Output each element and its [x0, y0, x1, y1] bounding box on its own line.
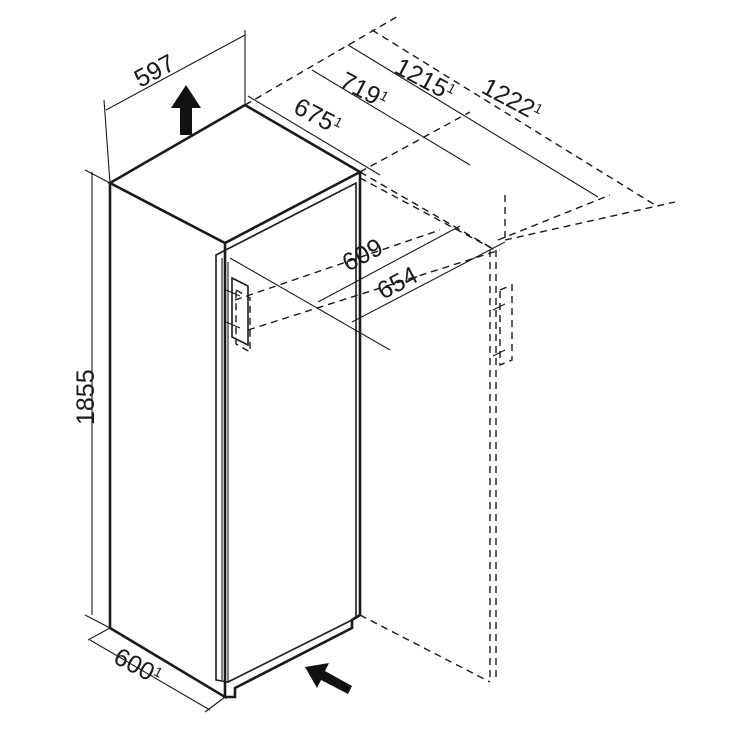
label-609: 609 — [338, 233, 388, 277]
dimension-1855: 1855 — [72, 169, 111, 629]
label-675: 6751 — [289, 93, 346, 141]
label-654: 654 — [373, 261, 423, 305]
up-arrow-icon — [171, 85, 201, 135]
label-1215: 12151 — [390, 53, 459, 108]
dimension-675: 6751 — [247, 93, 381, 176]
label-1222: 12221 — [477, 73, 546, 128]
hinge-upper — [225, 289, 241, 329]
dimension-609: 609 — [229, 225, 461, 351]
dimension-600: 6001 — [87, 627, 226, 713]
label-719: 7191 — [335, 67, 392, 115]
door-handle — [231, 276, 249, 347]
left-arrow-icon — [305, 663, 352, 694]
dimension-1215: 12151 — [347, 44, 599, 198]
extension-lines — [244, 14, 676, 251]
dimension-597: 597 — [103, 30, 246, 184]
dimension-1222: 12221 — [371, 29, 656, 206]
label-600: 6001 — [109, 643, 166, 691]
fridge-side-face — [108, 183, 227, 700]
label-1855: 1855 — [72, 369, 100, 425]
fridge-door — [215, 181, 357, 683]
fridge-body — [107, 103, 363, 700]
label-597: 597 — [130, 49, 180, 93]
open-door-outline — [359, 171, 513, 683]
